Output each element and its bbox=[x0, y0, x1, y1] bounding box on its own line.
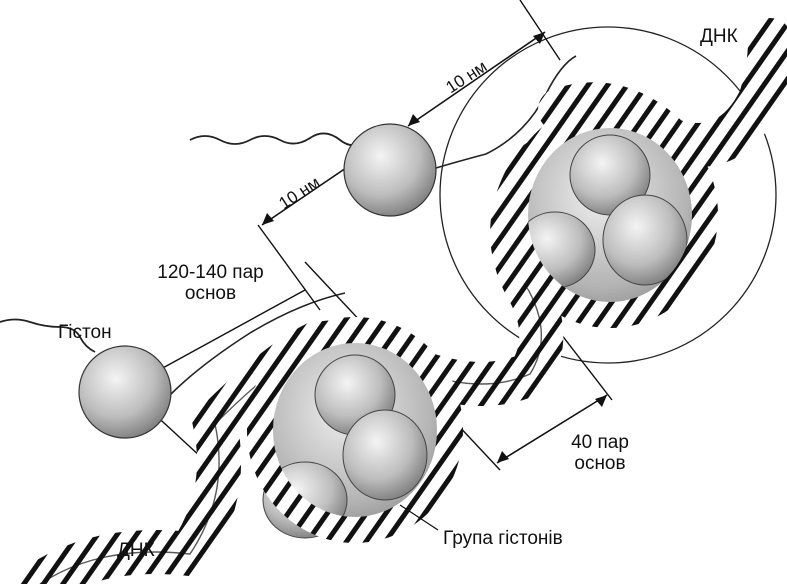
pointer-histone-group bbox=[399, 504, 439, 531]
label-histone-group: Група гістонів bbox=[443, 528, 563, 549]
label-40-base-pairs: 40 пар основ bbox=[571, 432, 629, 474]
dna-strand-left bbox=[0, 318, 96, 353]
histone-ball-left bbox=[78, 345, 172, 439]
nucleosome-lower bbox=[247, 317, 463, 543]
arrow-10nm-top bbox=[407, 31, 546, 127]
measure-line-a bbox=[519, 0, 561, 61]
histone-ball-top bbox=[343, 123, 437, 217]
label-dna-bottom: ДНК bbox=[117, 540, 155, 561]
measure-line-f bbox=[149, 289, 306, 376]
label-histone: Гістон bbox=[58, 322, 112, 343]
nucleosome-upper bbox=[502, 102, 718, 328]
label-dna-top: ДНК bbox=[700, 26, 738, 47]
dna-strand-mid bbox=[169, 292, 346, 396]
arrow-40bp bbox=[496, 394, 608, 464]
label-120-140-base-pairs: 120-140 пар основ bbox=[157, 262, 264, 304]
measure-line-c bbox=[257, 224, 321, 311]
dna-strand-top-right bbox=[435, 55, 577, 169]
magnify-circle bbox=[439, 26, 777, 364]
